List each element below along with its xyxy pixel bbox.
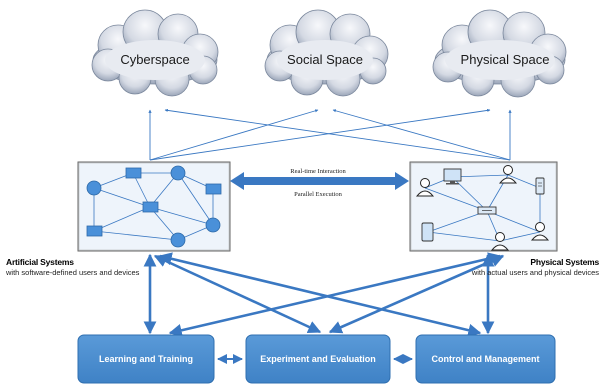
node-circle [86,180,102,196]
learning-training-box [77,334,215,384]
node-rect [205,183,222,195]
physical-systems-subtitle: with actual users and physical devices [471,268,599,277]
control-management-box [415,334,556,384]
cloud-cyberspace [91,9,219,97]
mobile-device-icon [535,177,545,195]
real-time-interaction-arrow [230,172,409,190]
node-circle [170,232,186,248]
cloud-label-cyberspace: Cyberspace [120,52,190,67]
user-icon [415,178,435,197]
physical-systems-title: Physical Systems [530,257,599,267]
user-icon [530,222,550,241]
node-rect [142,201,159,213]
cloud-social-space [264,9,389,97]
node-rect [125,167,142,179]
user-icon [498,165,518,184]
experiment-evaluation-label: Experiment and Evaluation [260,354,376,364]
monitor-icon [443,168,462,185]
real-time-interaction-label: Real-time Interaction [290,168,346,175]
cloud-label-social-space: Social Space [287,52,363,67]
node-circle [205,217,221,233]
node-circle [170,165,186,181]
tablet-icon [421,222,434,242]
node-rect [86,225,103,237]
artificial-systems-title: Artificial Systems [6,257,74,267]
network-switch-icon [477,206,497,215]
user-icon [490,232,510,251]
cloud-physical-space [432,9,567,98]
cloud-connection-arrows [148,108,512,161]
cloud-label-physical-space: Physical Space [460,52,550,67]
artificial-systems-panel [77,161,231,252]
artificial-systems-subtitle: with software-defined users and devices [6,268,140,277]
physical-systems-panel [409,161,558,252]
experiment-evaluation-box [245,334,391,384]
parallel-execution-label: Parallel Execution [294,191,342,198]
learning-training-label: Learning and Training [98,354,193,364]
control-management-label: Control and Management [431,354,540,364]
control-flow-arrows [143,252,505,337]
